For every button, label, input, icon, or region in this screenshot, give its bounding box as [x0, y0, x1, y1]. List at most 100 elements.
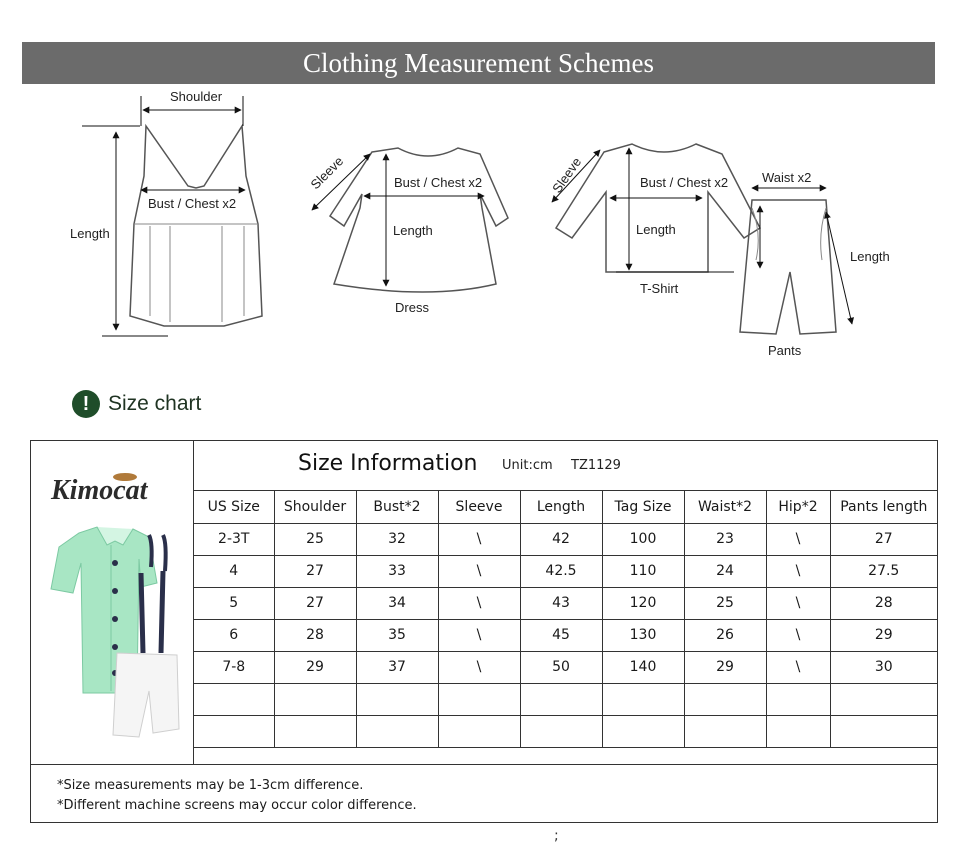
table-cell: 34	[355, 586, 439, 620]
table-cell: 45	[519, 618, 603, 652]
table-cell: 6	[194, 618, 275, 652]
table-cell: 42	[519, 522, 603, 556]
shirt-button	[112, 616, 118, 622]
table-cell	[519, 714, 603, 748]
table-cell: 120	[601, 586, 685, 620]
table-cell: 29	[829, 618, 937, 652]
table-cell: \	[437, 554, 521, 588]
shorts-shape	[112, 652, 180, 738]
table-cell	[683, 682, 767, 716]
tshirt-length-label: Length	[636, 222, 676, 237]
table-cell: 2-3T	[194, 522, 275, 556]
table-cell: \	[765, 554, 831, 588]
table-cell: 25	[683, 586, 767, 620]
table-cell: \	[765, 618, 831, 652]
tshirt-diagram: Sleeve Bust / Chest x2 Length T-Shirt	[549, 143, 761, 296]
size-information-box: Kimocat Size Information Unit:cm TZ1129 …	[30, 440, 938, 823]
table-cell	[765, 682, 831, 716]
pants-pocket	[751, 207, 827, 261]
table-header-cell: Tag Size	[601, 491, 685, 524]
table-cell	[273, 714, 357, 748]
table-cell	[355, 714, 439, 748]
product-image	[50, 526, 180, 738]
pants-diagram: Waist x2 Length Pants	[739, 170, 890, 358]
table-cell: 4	[194, 554, 275, 588]
table-cell: 30	[829, 650, 937, 684]
table-cell	[519, 682, 603, 716]
table-cell: \	[765, 522, 831, 556]
pants-caption: Pants	[768, 343, 802, 358]
table-row	[194, 682, 937, 716]
table-cell: 27	[273, 554, 357, 588]
dress-sleeve-arrow	[311, 153, 371, 211]
table-cell: 43	[519, 586, 603, 620]
pants-waist-label: Waist x2	[762, 170, 811, 185]
table-cell: 29	[273, 650, 357, 684]
tshirt-bust-label: Bust / Chest x2	[640, 175, 728, 190]
table-cell	[437, 714, 521, 748]
stray-mark: ;	[554, 828, 559, 844]
table-cell	[683, 714, 767, 748]
tshirt-sleeve-arrow	[551, 149, 601, 203]
table-header-cell: Length	[519, 491, 603, 524]
dress-caption: Dress	[395, 300, 429, 315]
table-cell: 42.5	[519, 554, 603, 588]
table-header-cell: Bust*2	[355, 491, 439, 524]
table-cell: 25	[273, 522, 357, 556]
table-cell: 27	[829, 522, 937, 556]
size-info-header: Size Information Unit:cm TZ1129	[194, 441, 937, 491]
table-cell	[437, 682, 521, 716]
table-header-cell: Sleeve	[437, 491, 521, 524]
note-measurement-difference: *Size measurements may be 1-3cm differen…	[57, 778, 364, 793]
shirt-collar	[96, 526, 134, 546]
table-cell	[829, 682, 937, 716]
table-cell	[601, 714, 685, 748]
vest-waistband	[134, 223, 258, 322]
table-cell: 5	[194, 586, 275, 620]
page-banner: Clothing Measurement Schemes	[22, 42, 935, 84]
dress-length-label: Length	[393, 223, 433, 238]
vest-diagram: Shoulder Bust / Chest x2 Length	[70, 89, 263, 337]
measurement-diagrams: Shoulder Bust / Chest x2 Length Sleeve B…	[70, 89, 890, 358]
table-cell: \	[765, 650, 831, 684]
brand-logo: Kimocat	[50, 473, 149, 506]
table-cell: \	[437, 586, 521, 620]
shirt-button	[112, 644, 118, 650]
table-cell: 28	[829, 586, 937, 620]
brand-hat-icon	[113, 473, 137, 481]
shirt-button	[112, 588, 118, 594]
table-cell: 35	[355, 618, 439, 652]
table-cell: 27.5	[829, 554, 937, 588]
size-info-title: Size Information	[298, 451, 478, 476]
table-header-cell: Pants length	[829, 491, 937, 524]
table-cell: 110	[601, 554, 685, 588]
table-cell	[601, 682, 685, 716]
table-cell: 24	[683, 554, 767, 588]
table-cell: 29	[683, 650, 767, 684]
pants-outline	[739, 199, 837, 335]
table-cell: \	[765, 586, 831, 620]
table-cell: 130	[601, 618, 685, 652]
tshirt-sleeve-label: Sleeve	[549, 155, 584, 196]
size-info-unit: Unit:cm	[502, 458, 553, 473]
table-cell	[765, 714, 831, 748]
table-cell	[194, 682, 275, 716]
tshirt-outline	[554, 143, 761, 273]
dress-outline	[328, 147, 509, 293]
suspender-strap-lower	[138, 570, 166, 654]
table-cell	[194, 714, 275, 748]
table-cell: \	[437, 650, 521, 684]
table-cell: 7-8	[194, 650, 275, 684]
table-header-cell: Waist*2	[683, 491, 767, 524]
table-cell: 27	[273, 586, 357, 620]
size-chart-heading: ! Size chart	[72, 390, 201, 418]
table-cell	[273, 682, 357, 716]
table-cell: 50	[519, 650, 603, 684]
table-cell: \	[437, 522, 521, 556]
table-cell	[829, 714, 937, 748]
